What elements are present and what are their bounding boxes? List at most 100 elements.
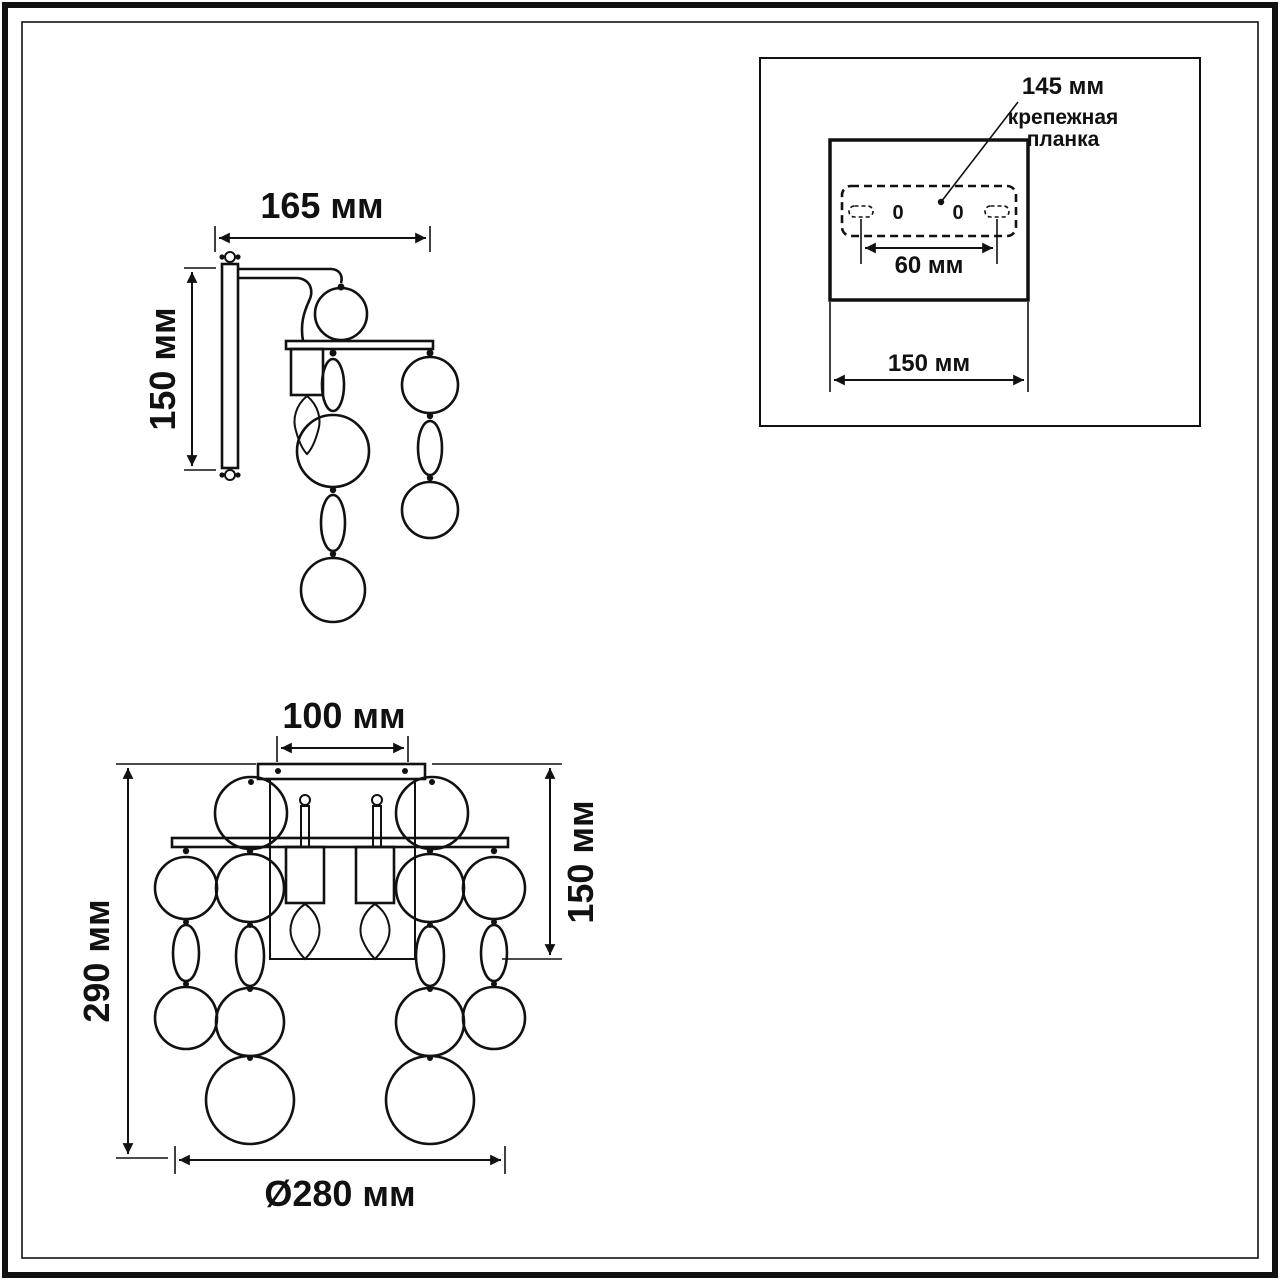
chain-connector-dot [429, 779, 435, 785]
chain-ring [461, 985, 527, 1051]
canopy-width-dimension: 100 мм [276, 695, 409, 762]
chain-connector-dot [491, 981, 497, 987]
chain-link-oval [414, 924, 446, 988]
wall-plate-body [220, 262, 240, 470]
mount-detail: 0 0 145 мм крепежная планка 60 мм 150 мм [759, 57, 1201, 427]
chain-ring [214, 852, 286, 924]
chain-connector-dot [248, 779, 254, 785]
arm-hook [331, 267, 343, 284]
chain-ring [394, 852, 466, 924]
socket-body [289, 347, 325, 397]
chain-ring [400, 480, 460, 540]
socket-body [354, 845, 396, 905]
pin-stem [372, 805, 382, 848]
bulb [359, 902, 391, 961]
chain-ring [214, 986, 286, 1058]
wall-plate [219, 251, 241, 481]
screw-top [219, 251, 241, 263]
side-right-chain [400, 349, 460, 540]
chain-ring [384, 1054, 476, 1146]
front-view: 100 мм [76, 695, 601, 1214]
chain-connector-dot [183, 981, 189, 987]
screw-bottom [219, 469, 241, 481]
front-inner-left-chain [204, 847, 296, 1146]
plate-width-dimension: 150 мм [829, 302, 1029, 392]
canopy-screw [275, 768, 281, 774]
pin-stem [300, 805, 310, 848]
chain-link-oval [416, 419, 444, 477]
chain-connector-dot [426, 847, 434, 855]
chain-connector-dot [329, 550, 337, 558]
detail-box [759, 57, 1201, 427]
canopy [256, 762, 427, 781]
chain-ring [295, 413, 371, 489]
chain-connector-dot [426, 349, 434, 357]
front-outer-right-chain [461, 847, 527, 1051]
candle-socket-left [284, 845, 326, 961]
chain-link-oval [319, 493, 347, 553]
plate-outline [828, 138, 1030, 302]
mount-slot-right [984, 205, 1010, 218]
side-height-dimension: 150 мм [142, 267, 216, 471]
chain-ring [153, 985, 219, 1051]
chain-connector-dot [182, 847, 190, 855]
chain-link-oval [320, 357, 346, 413]
mounting-strip-dashed [840, 184, 1018, 238]
mount-slot-left [848, 205, 874, 218]
body-frame [269, 778, 416, 960]
plate-caption-line2: планка [1027, 128, 1100, 151]
pin-head [299, 794, 311, 806]
diameter-label: Ø280 мм [264, 1173, 415, 1214]
chain-ring [299, 556, 367, 624]
diameter-dimension: Ø280 мм [174, 1146, 506, 1214]
front-outer-left-chain [153, 847, 219, 1051]
socket-body [284, 845, 326, 905]
ring-support-bar [284, 339, 435, 351]
overall-height-label: 290 мм [76, 899, 117, 1022]
lamp-arm [238, 267, 345, 342]
hole-spacing-dimension: 60 мм [860, 219, 998, 279]
chain-connector-dot [426, 474, 434, 482]
plate-width-label: 150 мм [888, 350, 970, 377]
chain-ring [204, 1054, 296, 1146]
arm-pipe-curve [297, 276, 313, 342]
chain-link-oval [171, 923, 201, 983]
chain-connector-dot [490, 847, 498, 855]
body-height-dimension: 150 мм [432, 763, 601, 960]
bulb [289, 902, 321, 961]
side-width-label: 165 мм [260, 185, 383, 226]
chain-ring [313, 286, 369, 342]
hole-spacing-label: 60 мм [895, 252, 964, 279]
leader-line [940, 101, 1019, 203]
canopy-screw [402, 768, 408, 774]
candle-socket-right [354, 845, 396, 961]
pin-head [371, 794, 383, 806]
chain-ring [400, 355, 460, 415]
chain-link-oval [479, 923, 509, 983]
hole-right-mark: 0 [952, 202, 963, 224]
body-height-label: 150 мм [560, 800, 601, 923]
plate-caption-line1: крепежная [1008, 106, 1119, 129]
chain-connector-dot [329, 486, 337, 494]
side-center-chain [295, 349, 371, 624]
chain-connector-dot [246, 847, 254, 855]
canopy-width-label: 100 мм [282, 695, 405, 736]
chain-connector-dot [183, 919, 189, 925]
chain-link-oval [234, 924, 266, 988]
inner-border [21, 21, 1259, 1259]
chain-ring [153, 855, 219, 921]
chain-connector-dot [329, 349, 337, 357]
hole-left-mark: 0 [892, 202, 903, 224]
ring-support-bar [170, 836, 510, 849]
chain-ring [394, 986, 466, 1058]
chain-connector-dot [491, 919, 497, 925]
chain-ring [461, 855, 527, 921]
canopy-bar [256, 762, 427, 781]
side-height-label: 150 мм [142, 307, 183, 430]
front-inner-right-chain [384, 847, 476, 1146]
bulb [293, 394, 321, 456]
